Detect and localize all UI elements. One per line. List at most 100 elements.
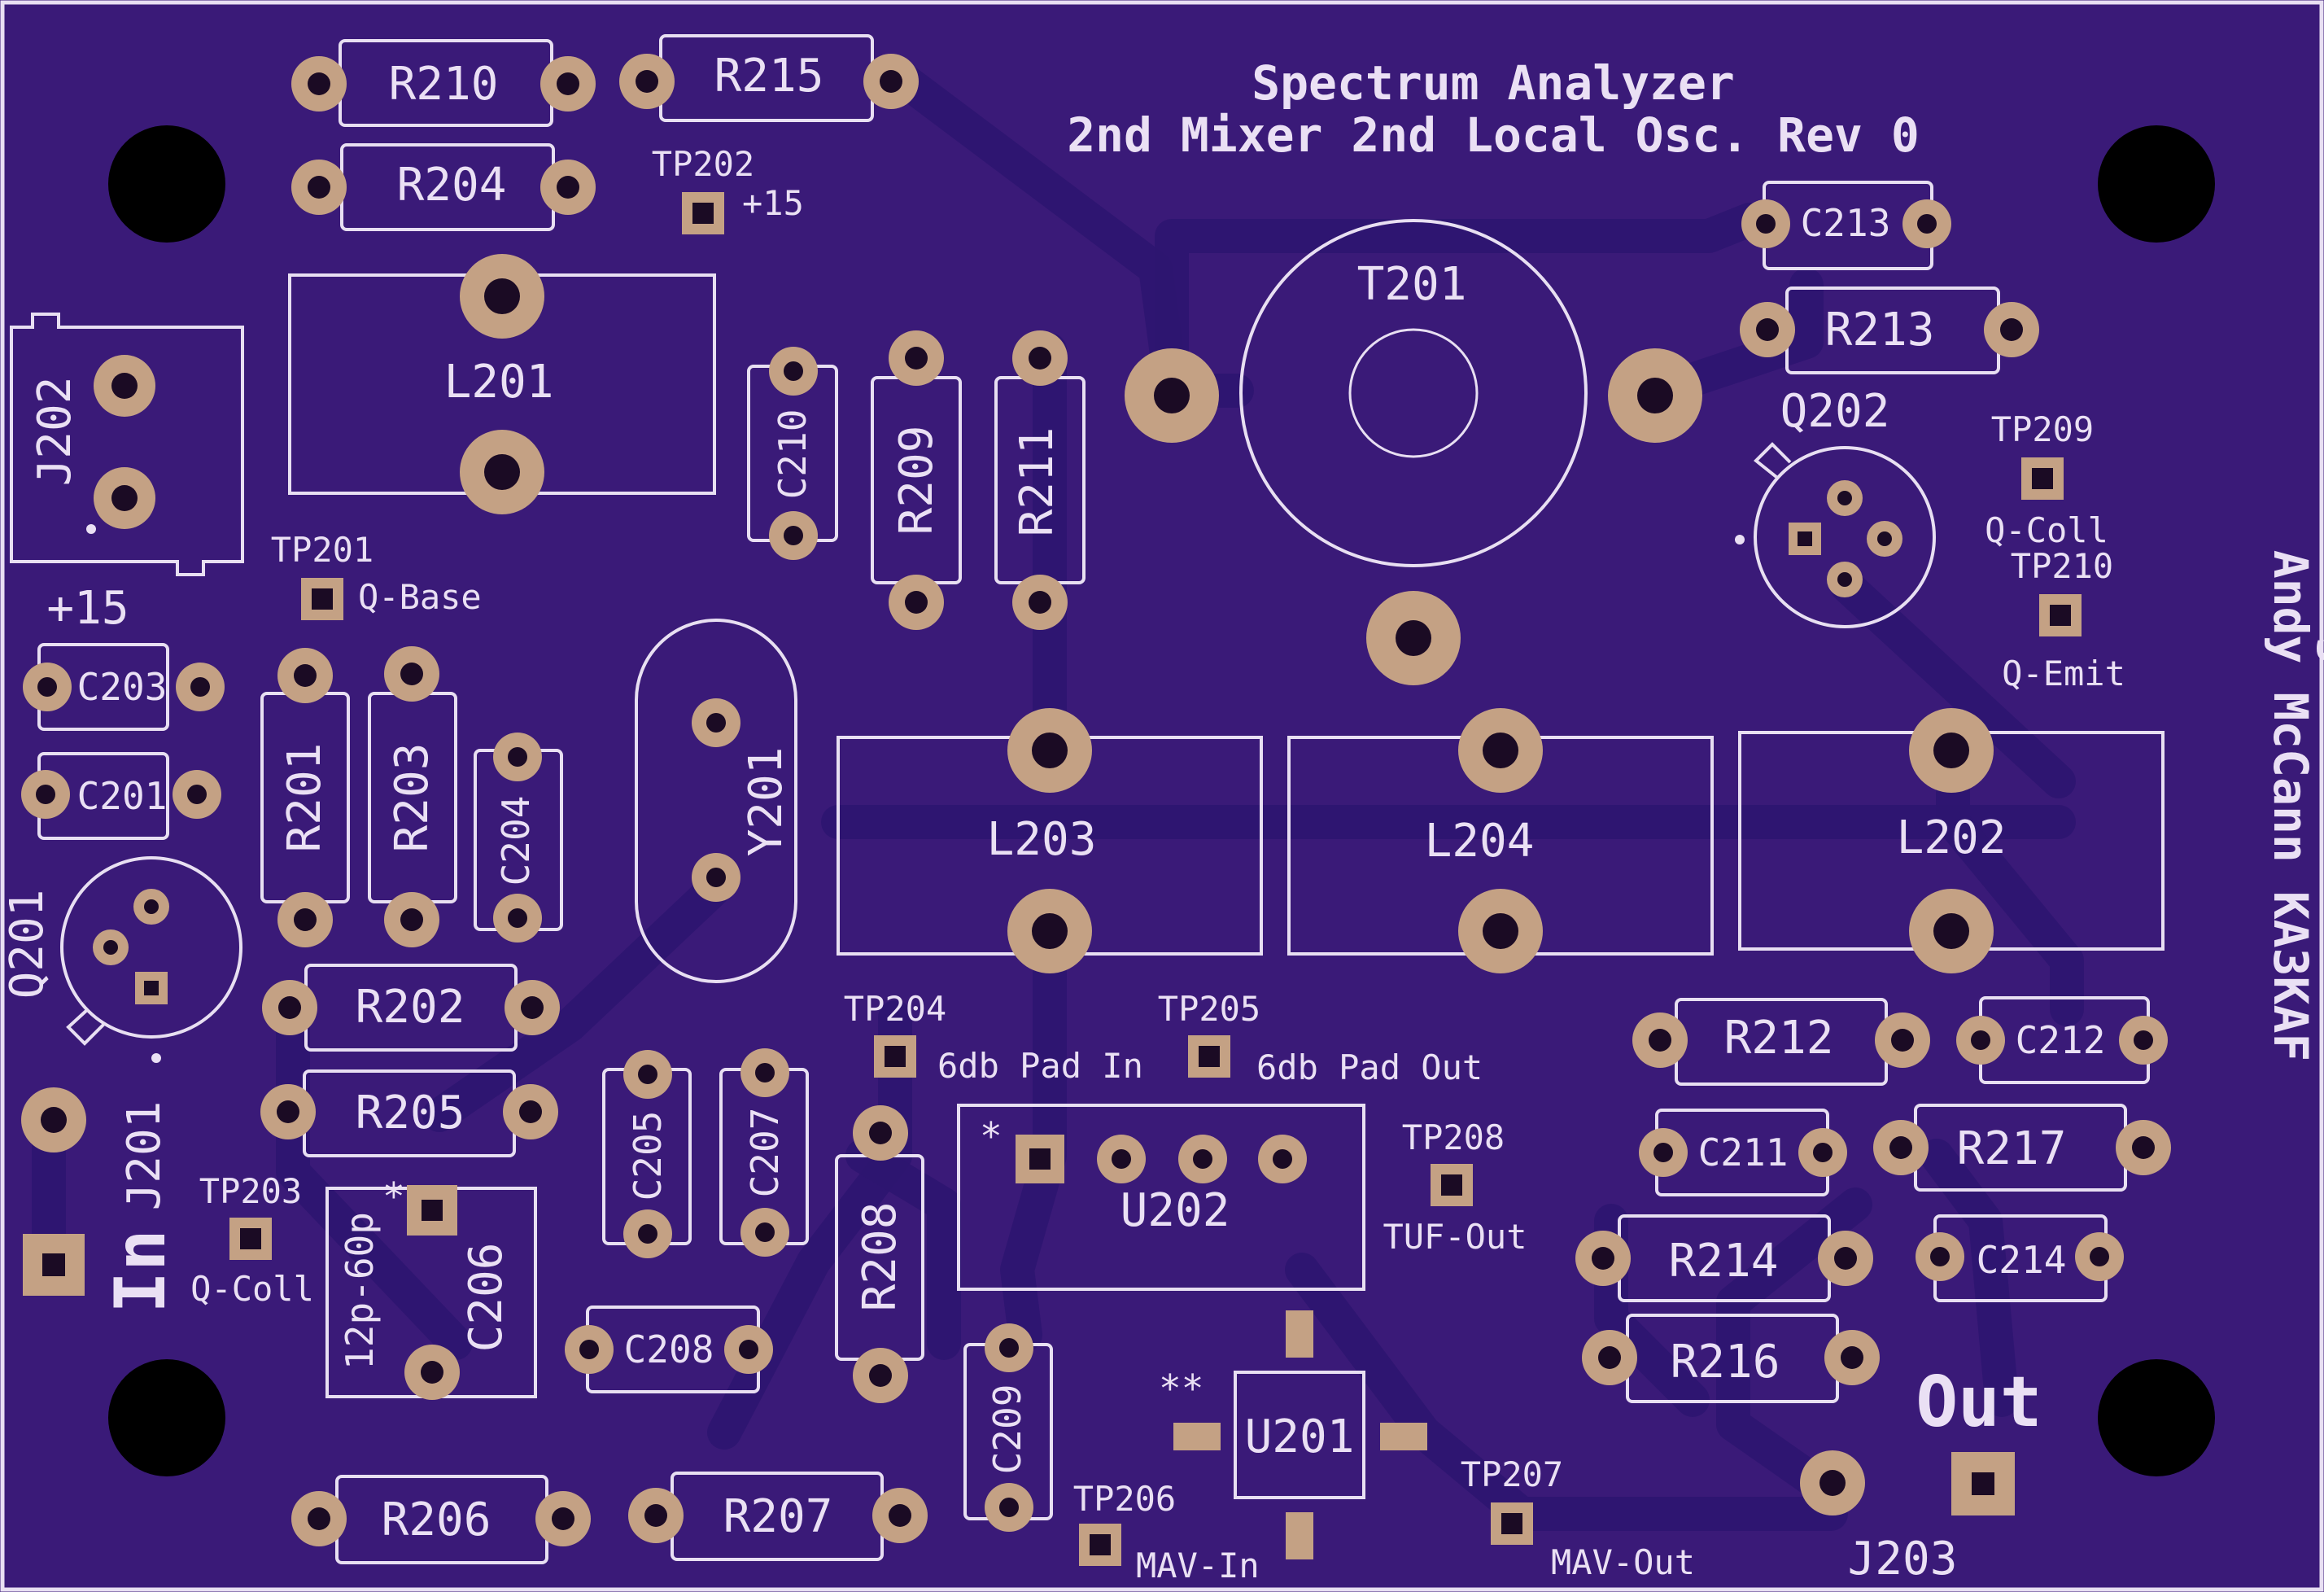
resistor-r209: R209 [871, 330, 962, 630]
tp209-label: Q-Coll [1985, 510, 2108, 550]
resistor-r211: R211 [994, 330, 1086, 630]
c214-label: C214 [1977, 1238, 2067, 1282]
tp203-label: Q-Coll [190, 1269, 314, 1309]
connector-j203: Out J203 [1800, 1362, 2042, 1585]
in-label: In [100, 1229, 181, 1314]
c207-label: C207 [743, 1108, 787, 1198]
r216-label: R216 [1671, 1336, 1780, 1389]
tp207-ref: TP207 [1461, 1454, 1563, 1494]
tp203-ref: TP203 [199, 1171, 302, 1211]
capacitor-c207: C207 [719, 1048, 809, 1257]
resistor-r207: R207 [628, 1472, 928, 1561]
r204-label: R204 [397, 159, 507, 212]
resistor-r203: R203 [368, 646, 457, 947]
r214-label: R214 [1669, 1235, 1779, 1288]
l204-label: L204 [1425, 815, 1535, 868]
out-label: Out [1916, 1362, 2042, 1443]
connector-j202: J202 [10, 313, 244, 576]
resistor-r204: R204 [291, 143, 596, 231]
testpoint-tp205: TP205 6db Pad Out [1158, 989, 1483, 1087]
tp202-ref: TP202 [652, 144, 754, 184]
board-title-line2: 2nd Mixer 2nd Local Osc. Rev 0 [1067, 107, 1920, 163]
resistor-r212: R212 [1632, 998, 1930, 1086]
resistor-r215: R215 [619, 34, 919, 122]
testpoint-tp209: TP209 Q-Coll [1985, 409, 2108, 550]
tp206-label: MAV-In [1136, 1546, 1260, 1585]
testpoint-tp206: TP206 MAV-In [1073, 1479, 1260, 1585]
tp204-ref: TP204 [844, 989, 946, 1029]
capacitor-c212: C212 [1956, 996, 2168, 1084]
resistor-r205: R205 [260, 1069, 558, 1157]
author-line1: Andy McCann KA3KAF [2263, 550, 2318, 1062]
u202-label: U202 [1120, 1184, 1230, 1237]
c206-value: 12p-60p [338, 1212, 382, 1370]
resistor-r208: R208 [835, 1105, 924, 1403]
plus15-label: +15 [46, 582, 129, 635]
c204-label: C204 [494, 796, 538, 886]
r201-label: R201 [278, 743, 331, 853]
resistor-r201: R201 [260, 648, 350, 947]
capacitor-c210: C210 [747, 347, 838, 560]
c213-label: C213 [1801, 201, 1891, 245]
q202-label: Q202 [1780, 385, 1890, 438]
testpoint-tp204: TP204 6db Pad In [844, 989, 1143, 1086]
l201-label: L201 [444, 356, 554, 409]
u202-pin1-mark: * [980, 1114, 1003, 1158]
tp210-label: Q-Emit [2002, 654, 2125, 693]
mounting-hole [108, 125, 225, 243]
capacitor-c203: C203 [23, 643, 225, 731]
capacitor-c201: C201 [21, 752, 221, 840]
tp208-label: TUF-Out [1383, 1217, 1527, 1257]
inductor-l203: L203 [837, 708, 1263, 973]
tp208-ref: TP208 [1402, 1117, 1505, 1157]
tp205-label: 6db Pad Out [1256, 1047, 1483, 1087]
capacitor-c209: C209 [963, 1323, 1053, 1532]
c205-label: C205 [626, 1111, 670, 1201]
mounting-hole [108, 1359, 225, 1476]
board-title-line1: Spectrum Analyzer [1252, 55, 1735, 111]
tp202-label: +15 [742, 183, 804, 223]
l202-label: L202 [1897, 811, 2007, 864]
c201-label: C201 [77, 774, 168, 818]
testpoint-tp207: TP207 MAV-Out [1461, 1454, 1695, 1582]
capacitor-c205: C205 [602, 1050, 692, 1258]
capacitor-c208: C208 [565, 1306, 773, 1393]
r205-label: R205 [356, 1087, 465, 1139]
c208-label: C208 [624, 1327, 714, 1371]
testpoint-tp202: TP202 +15 [652, 144, 804, 234]
c211-label: C211 [1698, 1131, 1789, 1174]
testpoint-tp203: TP203 Q-Coll [190, 1171, 314, 1309]
tp205-ref: TP205 [1158, 989, 1260, 1029]
capacitor-c204: C204 [474, 733, 563, 943]
r217-label: R217 [1957, 1122, 2067, 1175]
c206-label: C206 [460, 1243, 513, 1353]
transformer-t201: T201 [1125, 219, 1702, 685]
l203-label: L203 [987, 813, 1097, 866]
tp201-ref: TP201 [271, 530, 374, 570]
capacitor-c214: C214 [1916, 1214, 2124, 1302]
author-line2: Doug McCann KA3KAG [2315, 550, 2324, 1062]
inductor-l201: L201 [288, 254, 716, 514]
resistor-r214: R214 [1575, 1214, 1873, 1302]
c206-star: * [382, 1174, 405, 1218]
transistor-q201: Q201 [1, 856, 242, 1063]
j203-label: J203 [1848, 1533, 1958, 1585]
testpoint-tp201: TP201 Q-Base [271, 530, 482, 620]
capacitor-c213: C213 [1741, 181, 1951, 270]
inductor-l204: L204 [1287, 708, 1714, 973]
r211-label: R211 [1011, 427, 1064, 537]
resistor-r217: R217 [1873, 1104, 2171, 1192]
inductor-l202: L202 [1738, 708, 2165, 973]
tp204-label: 6db Pad In [937, 1046, 1143, 1086]
ic-u202: * U202 [957, 1104, 1365, 1291]
ic-u201: ** U201 [1159, 1310, 1427, 1559]
resistor-r206: R206 [291, 1475, 591, 1564]
c209-label: C209 [985, 1384, 1029, 1475]
tp210-ref: TP210 [2011, 546, 2113, 586]
r215-label: R215 [714, 50, 824, 103]
connector-j201: J201 In [21, 1087, 181, 1314]
r202-label: R202 [356, 981, 465, 1034]
r209-label: R209 [890, 426, 943, 536]
